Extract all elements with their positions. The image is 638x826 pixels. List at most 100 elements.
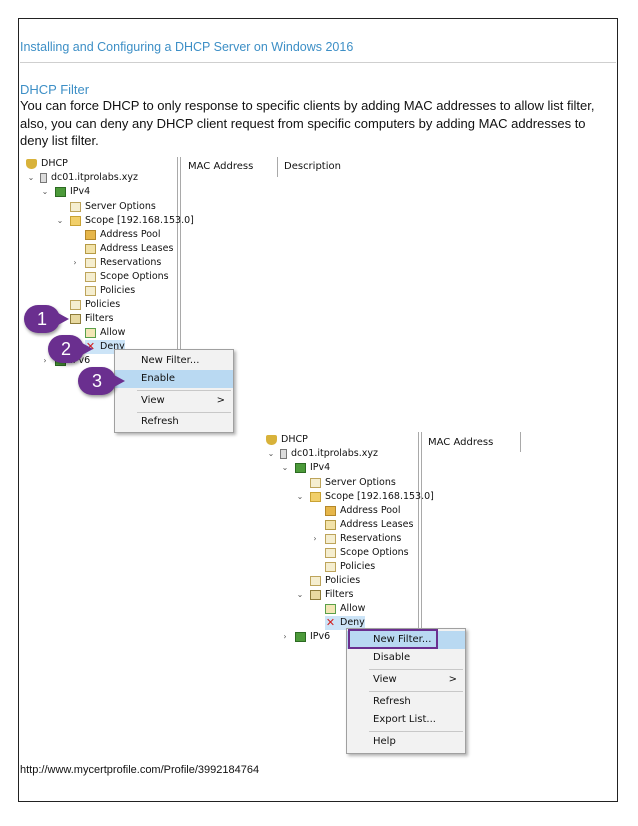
menu-separator xyxy=(137,390,231,391)
tree-address-pool[interactable]: Address Pool xyxy=(325,504,401,518)
folder-icon xyxy=(70,216,81,226)
chevron-icon[interactable]: ⌄ xyxy=(41,187,49,196)
filter-icon xyxy=(70,314,81,324)
new-filter-highlight-box xyxy=(348,629,438,649)
chevron-icon[interactable]: ⌄ xyxy=(296,590,304,599)
submenu-arrow-icon: > xyxy=(216,395,225,406)
tree-deny[interactable]: ✕Deny xyxy=(325,616,365,630)
tree-address-leases[interactable]: Address Leases xyxy=(325,518,413,532)
intro-paragraph: You can force DHCP to only response to s… xyxy=(20,98,595,148)
tree-dhcp[interactable]: DHCP xyxy=(26,157,68,171)
menu-new-filter[interactable]: New Filter... xyxy=(347,631,465,649)
folder-icon xyxy=(310,492,321,502)
tree-pane-divider xyxy=(418,432,419,752)
tree-server-options[interactable]: Server Options xyxy=(70,200,156,214)
policies-icon xyxy=(325,562,336,572)
menu-disable[interactable]: Disable xyxy=(373,652,411,663)
tree-allow[interactable]: Allow xyxy=(325,602,365,616)
screenshot-enable-filter: MAC Address Description DHCP ⌄ dc01.itpr… xyxy=(22,157,341,433)
menu-enable[interactable]: Enable xyxy=(115,370,233,388)
menu-new-filter[interactable]: New Filter... xyxy=(141,355,200,366)
policies-icon xyxy=(85,286,96,296)
screenshot-new-filter: MAC Address DHCP ⌄ dc01.itprolabs.xyz ⌄ … xyxy=(262,432,524,754)
tree-ipv4[interactable]: IPv4 xyxy=(55,185,90,199)
menu-separator xyxy=(369,731,463,732)
lease-icon xyxy=(325,520,336,530)
allow-icon xyxy=(325,604,336,614)
column-mac-address[interactable]: MAC Address xyxy=(188,161,254,172)
tree-pane-divider-2 xyxy=(180,157,181,372)
menu-export-list[interactable]: Export List... xyxy=(373,714,436,725)
footer-url[interactable]: http://www.mycertprofile.com/Profile/399… xyxy=(20,764,260,776)
column-description[interactable]: Description xyxy=(284,161,341,172)
allow-icon xyxy=(85,328,96,338)
menu-refresh[interactable]: Refresh xyxy=(373,696,411,707)
chevron-icon[interactable]: ⌄ xyxy=(281,463,289,472)
ipv-icon xyxy=(295,463,306,473)
menu-help[interactable]: Help xyxy=(373,736,396,747)
chevron-icon[interactable]: › xyxy=(283,632,287,641)
menu-separator xyxy=(369,691,463,692)
tree-ipv6[interactable]: IPv6 xyxy=(295,630,330,644)
tree-address-pool[interactable]: Address Pool xyxy=(85,228,161,242)
column-divider xyxy=(520,432,521,452)
policies-icon xyxy=(70,300,81,310)
options-icon xyxy=(70,202,81,212)
tree-scope-options[interactable]: Scope Options xyxy=(325,546,409,560)
document-header: Installing and Configuring a DHCP Server… xyxy=(20,40,354,54)
pool-icon xyxy=(325,506,336,516)
tree-reservations[interactable]: Reservations xyxy=(325,532,401,546)
callout-3: 3 xyxy=(78,367,125,395)
trophy-icon xyxy=(266,435,277,445)
tree-scope[interactable]: Scope [192.168.153.0] xyxy=(70,214,194,228)
submenu-arrow-icon: > xyxy=(448,674,457,685)
pool-icon xyxy=(85,230,96,240)
tree-server[interactable]: dc01.itprolabs.xyz xyxy=(40,171,138,185)
chevron-icon[interactable]: ⌄ xyxy=(267,449,275,458)
tree-filters[interactable]: Filters xyxy=(310,588,353,602)
context-menu-deny: New Filter... Enable View> Refresh xyxy=(114,349,234,433)
context-menu-deny: New Filter... Disable View> Refresh Expo… xyxy=(346,628,466,754)
tree-policies[interactable]: Policies xyxy=(310,574,360,588)
callout-1: 1 xyxy=(24,305,69,333)
tree-pane-divider-2 xyxy=(421,432,422,752)
page-border xyxy=(18,18,618,802)
filter-icon xyxy=(310,590,321,600)
tree-scope-options[interactable]: Scope Options xyxy=(85,270,169,284)
ipv-icon xyxy=(295,632,306,642)
tree-address-leases[interactable]: Address Leases xyxy=(85,242,173,256)
ipv-icon xyxy=(55,187,66,197)
column-divider xyxy=(277,157,278,177)
tree-policies[interactable]: Policies xyxy=(70,298,120,312)
lease-icon xyxy=(85,244,96,254)
chevron-icon[interactable]: › xyxy=(43,356,47,365)
tree-allow[interactable]: Allow xyxy=(85,326,125,340)
chevron-icon[interactable]: ⌄ xyxy=(27,173,35,182)
chevron-icon[interactable]: › xyxy=(73,258,77,267)
tree-scope[interactable]: Scope [192.168.153.0] xyxy=(310,490,434,504)
menu-view[interactable]: View> xyxy=(347,671,465,689)
callout-2: 2 xyxy=(48,335,93,363)
tree-pane-divider xyxy=(177,157,178,372)
menu-view[interactable]: View> xyxy=(115,392,233,410)
chevron-icon[interactable]: ⌄ xyxy=(56,216,64,225)
tree-scope-policies[interactable]: Policies xyxy=(325,560,375,574)
options-icon xyxy=(85,272,96,282)
tree-scope-policies[interactable]: Policies xyxy=(85,284,135,298)
tree-ipv4[interactable]: IPv4 xyxy=(295,461,330,475)
tree-server-options[interactable]: Server Options xyxy=(310,476,396,490)
trophy-icon xyxy=(26,159,37,169)
chevron-icon[interactable]: › xyxy=(313,534,317,543)
tree-server[interactable]: dc01.itprolabs.xyz xyxy=(280,447,378,461)
deny-icon: ✕ xyxy=(325,616,336,629)
tree-filters[interactable]: Filters xyxy=(70,312,113,326)
chevron-icon[interactable]: ⌄ xyxy=(296,492,304,501)
reservations-icon xyxy=(325,534,336,544)
column-mac-address[interactable]: MAC Address xyxy=(428,437,494,448)
tree-reservations[interactable]: Reservations xyxy=(85,256,161,270)
options-icon xyxy=(310,478,321,488)
tree-dhcp[interactable]: DHCP xyxy=(266,433,308,447)
menu-refresh[interactable]: Refresh xyxy=(141,416,179,427)
policies-icon xyxy=(310,576,321,586)
server-icon xyxy=(40,173,47,183)
